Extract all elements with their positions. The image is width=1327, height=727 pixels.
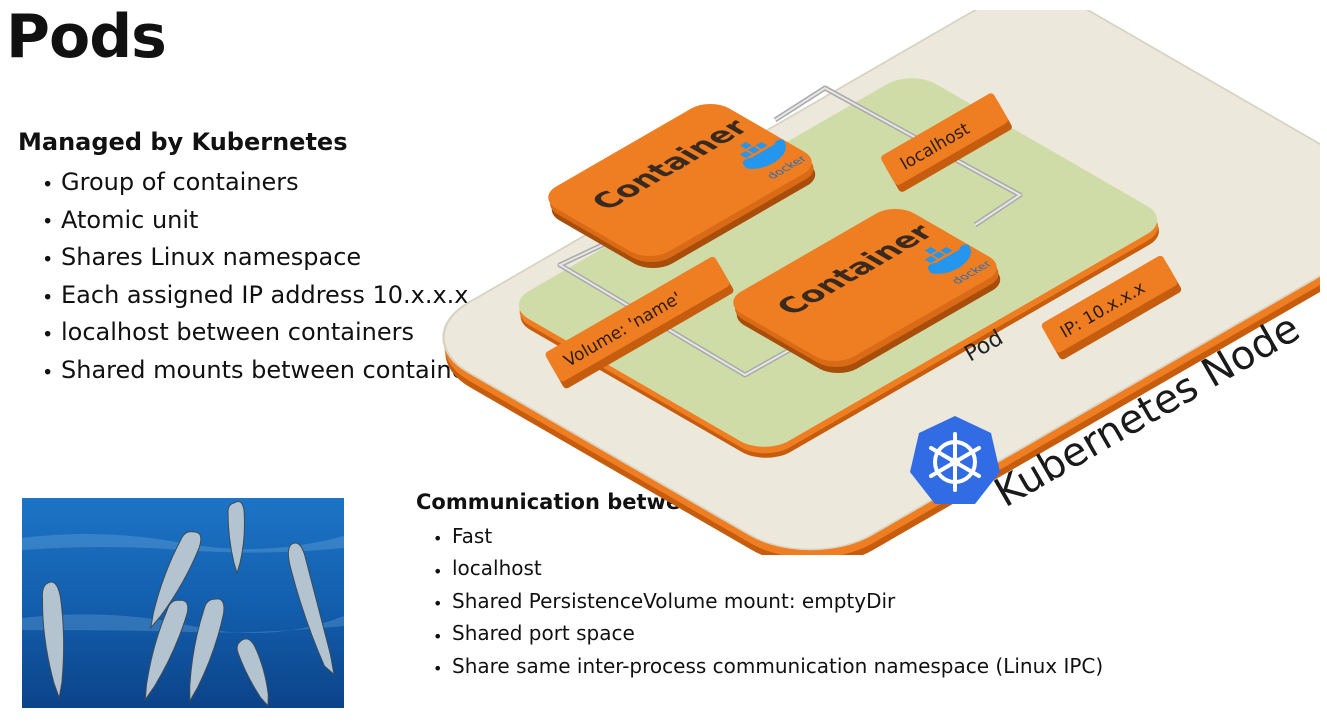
dolphins-photo-icon (22, 498, 344, 708)
managed-list: Group of containers Atomic unit Shares L… (42, 167, 489, 393)
localhost-tag: localhost (881, 93, 1012, 192)
communication-item: Share same inter-process communication n… (433, 653, 1103, 685)
kubernetes-logo-icon (910, 416, 1000, 504)
managed-item: Group of containers (42, 167, 489, 205)
managed-item: Shared mounts between containers (42, 355, 489, 393)
managed-heading: Managed by Kubernetes (18, 128, 348, 156)
managed-item: Shares Linux namespace (42, 242, 489, 280)
communication-item: Shared port space (433, 620, 1103, 652)
communication-item: localhost (433, 555, 1103, 587)
page-title: Pods (6, 2, 167, 72)
communication-item: Shared PersistenceVolume mount: emptyDir (433, 588, 1103, 620)
communication-list: Fast localhost Shared PersistenceVolume … (433, 523, 1103, 685)
managed-item: Atomic unit (42, 205, 489, 243)
container-box-2: Container docker (733, 208, 1001, 374)
managed-item: Each assigned IP address 10.x.x.x (42, 280, 489, 318)
pod-diagram: Container docker Container doc (442, 10, 1320, 555)
managed-item: localhost between containers (42, 317, 489, 355)
communication-item: Fast (433, 523, 1103, 555)
